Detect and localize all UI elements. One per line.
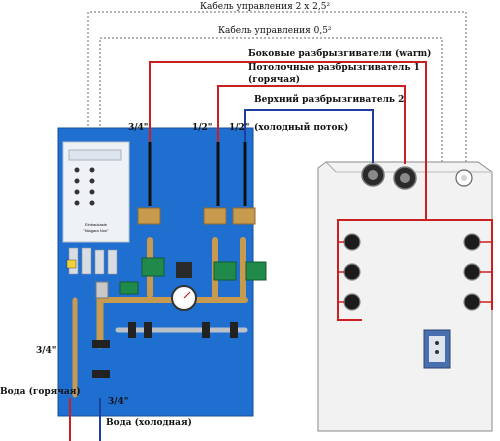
panel-label-2: "Niagara Non" xyxy=(83,228,109,233)
label-cable-2x25: Кабель управления 2 х 2,5² xyxy=(200,1,330,12)
hot-lines xyxy=(69,61,493,441)
top-shower-heads xyxy=(361,163,473,190)
panel-label-1: Einbaukaste xyxy=(85,222,108,227)
cabin-control-panel xyxy=(423,329,451,369)
label-size-12-b: 1/2" xyxy=(229,123,250,133)
control-box-knobs xyxy=(74,167,95,206)
label-top-line1: Верхний разбрызгиватель 2 xyxy=(254,94,404,105)
label-side-sprinklers: Боковые разбрызгиватели (warm) xyxy=(248,48,431,59)
label-water-hot: Вода (горячая) xyxy=(0,386,81,397)
label-size-34-bottom: 3/4" xyxy=(108,397,129,407)
pipe-clamps xyxy=(92,322,238,378)
label-cable-05: Кабель управления 0,5² xyxy=(218,25,332,36)
label-size-12-a: 1/2" xyxy=(192,123,213,133)
control-cable-05 xyxy=(99,37,443,162)
hose-connectors xyxy=(148,142,247,206)
label-size-34-top: 3/4" xyxy=(128,123,149,133)
side-nozzle-branches xyxy=(338,241,492,303)
control-cables xyxy=(87,11,467,162)
ceiling-sprinkler-line xyxy=(217,85,406,164)
control-box: Einbaukaste "Niagara Non" xyxy=(62,141,130,243)
label-water-cold: Вода (холодная) xyxy=(106,417,192,428)
solenoid-valves xyxy=(95,207,267,299)
warning-sticker xyxy=(66,259,77,269)
label-top-line2: (холодный поток) xyxy=(254,122,348,133)
control-cable-2x25 xyxy=(87,11,467,162)
label-size-34-left: 3/4" xyxy=(36,346,57,356)
side-sprinkler-line xyxy=(149,61,493,321)
label-ceiling-line1: Потолочные разбрызгиватель 1 xyxy=(248,62,420,73)
pressure-gauge xyxy=(171,262,197,311)
cold-top-line xyxy=(244,109,374,163)
label-ceiling-line2: (горячая) xyxy=(248,74,300,85)
